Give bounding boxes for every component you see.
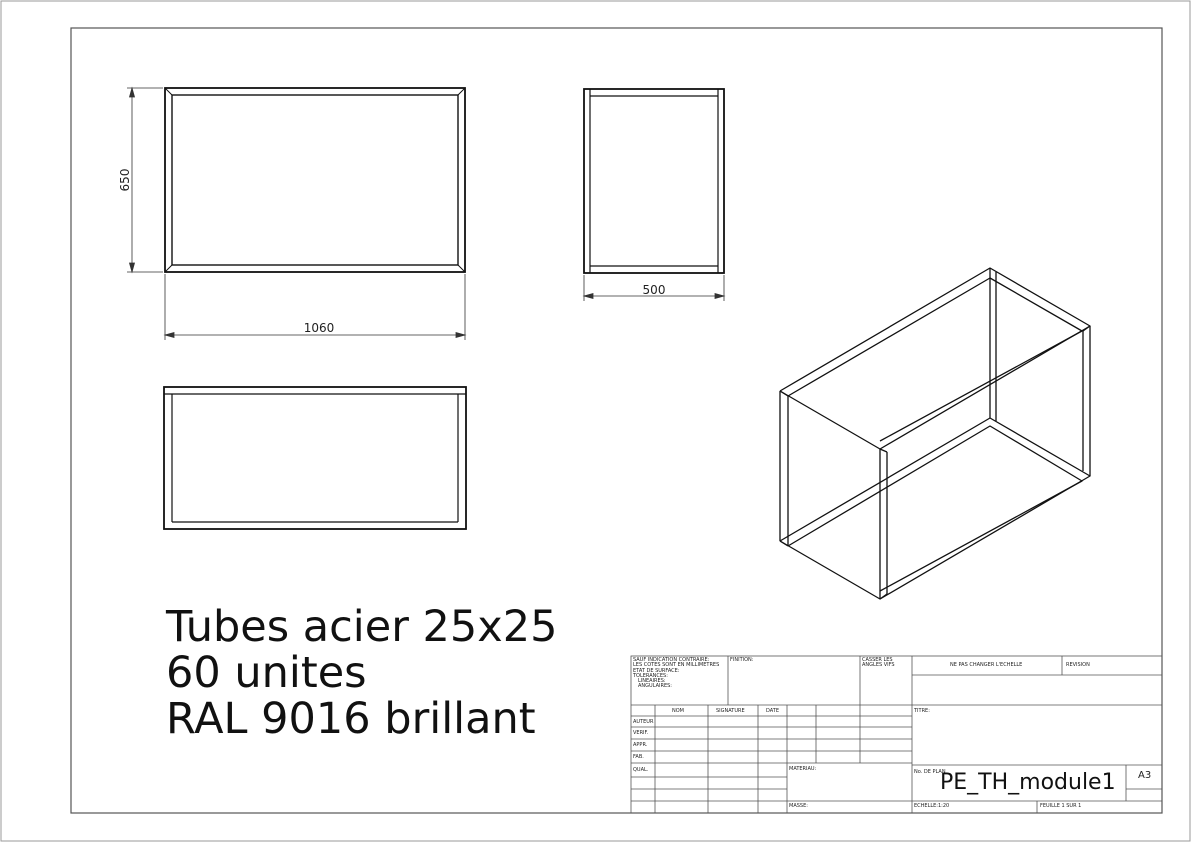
role-manufacturing: FAB. — [633, 754, 644, 760]
isometric-view — [779, 267, 1091, 600]
drawing-number: PE_TH_module1 — [940, 770, 1116, 795]
role-approver: APPR. — [633, 742, 648, 748]
general-tolerance-note: SAUF INDICATION CONTRAIRE: LES COTES SON… — [633, 657, 720, 690]
front-view — [164, 87, 466, 273]
drawing-frame — [70, 27, 1163, 814]
width-dimension — [163, 274, 467, 340]
role-quality: QUAL. — [633, 767, 649, 773]
drawing-notes: Tubes acier 25x25 60 unites RAL 9016 bri… — [166, 604, 557, 742]
note-quantity: 60 unites — [166, 648, 367, 698]
drawing-number-label: No. DE PLAN — [914, 769, 946, 775]
column-signature: SIGNATURE — [716, 708, 745, 714]
title-label: TITRE: — [914, 708, 930, 714]
depth-dimension-label: 500 — [643, 283, 666, 297]
sheet-count-label: FEUILLE 1 SUR 1 — [1040, 803, 1082, 809]
title-block — [630, 655, 1163, 814]
depth-dimension — [582, 275, 726, 301]
material-label: MATERIAU: — [789, 766, 817, 772]
break-edges-note: CASSER LES ANGLES VIFS — [862, 657, 895, 669]
note-material: Tubes acier 25x25 — [166, 602, 558, 652]
side-view — [583, 88, 725, 274]
scale-label: ECHELLE:1:20 — [914, 803, 950, 809]
column-date: DATE — [766, 708, 780, 714]
height-dimension — [127, 86, 163, 274]
no-scale-note: NE PAS CHANGER L'ECHELLE — [950, 662, 1023, 668]
column-name: NOM — [672, 708, 684, 714]
role-author: AUTEUR — [633, 719, 654, 725]
mass-label: MASSE: — [789, 803, 808, 809]
width-dimension-label: 1060 — [304, 321, 335, 335]
top-view — [163, 386, 467, 530]
sheet-size: A3 — [1138, 770, 1152, 781]
height-dimension-label: 650 — [118, 169, 132, 192]
finish-label: FINITION: — [730, 657, 754, 663]
note-finish: RAL 9016 brillant — [166, 694, 536, 744]
revision-label: REVISION — [1066, 662, 1090, 668]
role-verifier: VERIF. — [633, 730, 649, 736]
